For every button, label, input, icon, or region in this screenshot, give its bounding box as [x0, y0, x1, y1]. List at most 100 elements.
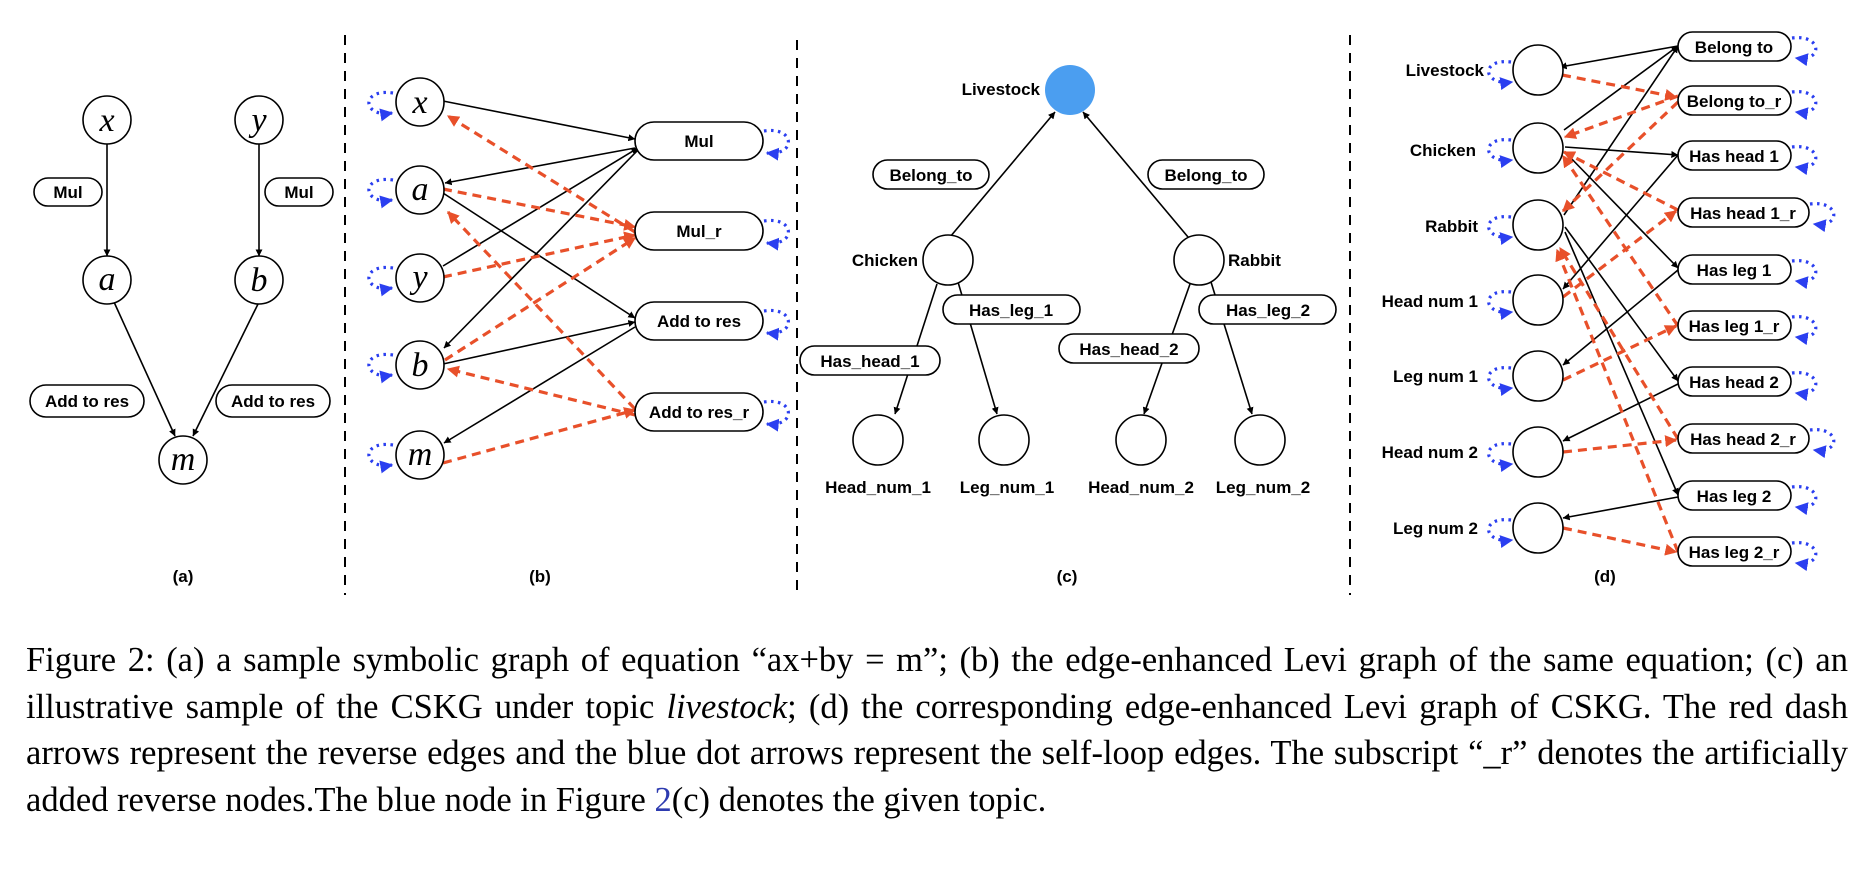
node-x	[82, 95, 132, 145]
d-node-head-num-2	[1512, 426, 1564, 478]
d-node-leg-num-2-label: Leg num 2	[1393, 519, 1478, 538]
d-rel-has-head-2-r	[1677, 423, 1810, 454]
caption-text-1: Figure 2: (a) a sample symbolic graph of…	[26, 641, 1848, 726]
panel-a: x y a b m Mul Mul Add to res Add to res …	[29, 95, 334, 586]
d-rel-has-leg-1-label: Has leg 1	[1697, 261, 1772, 280]
caption-text-2: ; (d) the corresponding edge-enhanced Le…	[26, 687, 1848, 819]
c-edge-belong-to-left: Belong_to	[889, 166, 972, 185]
d-rel-has-leg-2-label: Has leg 2	[1697, 487, 1772, 506]
caption-topic-italic: livestock	[666, 687, 788, 726]
b-node-a-label: a	[412, 171, 429, 208]
b-rel-add-r	[634, 392, 764, 432]
d-node-rabbit	[1512, 199, 1564, 251]
edge-label-mul-right: Mul	[284, 183, 313, 202]
d-rel-has-head-1-r	[1677, 197, 1810, 228]
d-rel-has-leg-2	[1677, 480, 1792, 511]
b-rel-mul-label: Mul	[684, 132, 713, 151]
d-rel-belong-to	[1677, 31, 1792, 62]
edge-label-add-right: Add to res	[231, 392, 315, 411]
d-rel-has-head-2	[1677, 366, 1792, 397]
c-node-head-num-2	[1115, 414, 1167, 466]
b-node-x	[395, 77, 445, 127]
c-node-rabbit-label: Rabbit	[1228, 251, 1281, 270]
c-node-rabbit	[1173, 234, 1225, 286]
b-node-y-label: y	[409, 259, 428, 296]
c-node-chicken-label: Chicken	[852, 251, 918, 270]
b-node-y	[395, 253, 445, 303]
d-node-head-num-1	[1512, 274, 1564, 326]
edge-label-add-left: Add to res	[45, 392, 129, 411]
c-node-livestock	[1045, 65, 1095, 115]
c-edge-has-leg-2: Has_leg_2	[1226, 301, 1310, 320]
node-m	[158, 435, 208, 485]
d-node-head-num-2-label: Head num 2	[1382, 443, 1478, 462]
c-edge-belong-to-right: Belong_to	[1164, 166, 1247, 185]
c-node-leg-num-1	[978, 414, 1030, 466]
panel-label-a: (a)	[173, 567, 194, 586]
d-node-chicken-label: Chicken	[1410, 141, 1476, 160]
node-a	[82, 255, 132, 305]
figure-2: x y a b m Mul Mul Add to res Add to res …	[29, 31, 1836, 595]
c-node-leg-num-2-label: Leg_num_2	[1216, 478, 1310, 497]
c-edge-has-head-1: Has_head_1	[820, 352, 919, 371]
d-node-livestock-label: Livestock	[1406, 61, 1485, 80]
b-node-m	[395, 430, 445, 480]
b-rel-mul-r	[634, 211, 764, 251]
caption-text-3: (c) denotes the given topic.	[671, 780, 1047, 819]
panel-b: x a y b m Mul Mul_r Add to res Add to re…	[367, 77, 790, 586]
node-y	[234, 95, 284, 145]
b-rel-mul-r-label: Mul_r	[676, 222, 722, 241]
node-y-label: y	[248, 102, 267, 139]
c-node-livestock-label: Livestock	[962, 80, 1041, 99]
b-node-b-label: b	[412, 347, 429, 384]
d-node-leg-num-2	[1512, 502, 1564, 554]
panel-c: Livestock Chicken Rabbit Head_num_1 Leg_…	[799, 65, 1337, 586]
c-node-head-num-2-label: Head_num_2	[1088, 478, 1194, 497]
b-rel-add	[634, 301, 764, 341]
d-rel-belong-to-r-label: Belong to_r	[1687, 92, 1782, 111]
c-node-chicken	[922, 234, 974, 286]
b-node-x-label: x	[411, 84, 427, 121]
node-b-label: b	[251, 262, 268, 299]
c-node-head-num-1	[852, 414, 904, 466]
d-rel-has-leg-2-r-label: Has leg 2_r	[1689, 543, 1780, 562]
c-node-leg-num-1-label: Leg_num_1	[960, 478, 1054, 497]
d-node-leg-num-1	[1512, 350, 1564, 402]
panel-label-c: (c)	[1057, 567, 1078, 586]
b-rel-add-r-label: Add to res_r	[649, 403, 750, 422]
panel-d: Livestock Chicken Rabbit Head num 1 Leg …	[1382, 31, 1836, 586]
panel-label-b: (b)	[529, 567, 551, 586]
b-rel-mul	[634, 121, 764, 161]
edge-label-mul-left: Mul	[53, 183, 82, 202]
c-edge-has-leg-1: Has_leg_1	[969, 301, 1053, 320]
b-rel-add-label: Add to res	[657, 312, 741, 331]
figure-caption: Figure 2: (a) a sample symbolic graph of…	[26, 637, 1848, 823]
d-rel-has-head-1	[1677, 140, 1792, 171]
d-rel-has-leg-1	[1677, 254, 1792, 285]
node-x-label: x	[98, 102, 114, 139]
d-rel-belong-to-r	[1677, 85, 1792, 116]
d-node-leg-num-1-label: Leg num 1	[1393, 367, 1478, 386]
figure-reference-link[interactable]: 2	[654, 780, 672, 819]
d-rel-belong-to-label: Belong to	[1695, 38, 1773, 57]
d-rel-has-head-1-r-label: Has head 1_r	[1690, 204, 1796, 223]
b-node-a	[395, 165, 445, 215]
c-node-leg-num-2	[1234, 414, 1286, 466]
c-node-head-num-1-label: Head_num_1	[825, 478, 931, 497]
d-rel-has-head-2-label: Has head 2	[1689, 373, 1779, 392]
d-rel-has-leg-2-r	[1677, 536, 1792, 567]
b-node-m-label: m	[408, 436, 433, 473]
c-edge-has-head-2: Has_head_2	[1079, 340, 1178, 359]
b-node-b	[395, 340, 445, 390]
d-rel-has-head-2-r-label: Has head 2_r	[1690, 430, 1796, 449]
d-rel-has-leg-1-r-label: Has leg 1_r	[1689, 317, 1780, 336]
d-node-chicken	[1512, 122, 1564, 174]
node-b	[234, 255, 284, 305]
d-node-head-num-1-label: Head num 1	[1382, 292, 1478, 311]
d-rel-has-head-1-label: Has head 1	[1689, 147, 1779, 166]
d-rel-has-leg-1-r	[1677, 310, 1792, 341]
node-a-label: a	[99, 261, 116, 298]
d-node-livestock	[1512, 44, 1564, 96]
d-node-rabbit-label: Rabbit	[1425, 217, 1478, 236]
node-m-label: m	[171, 441, 196, 478]
